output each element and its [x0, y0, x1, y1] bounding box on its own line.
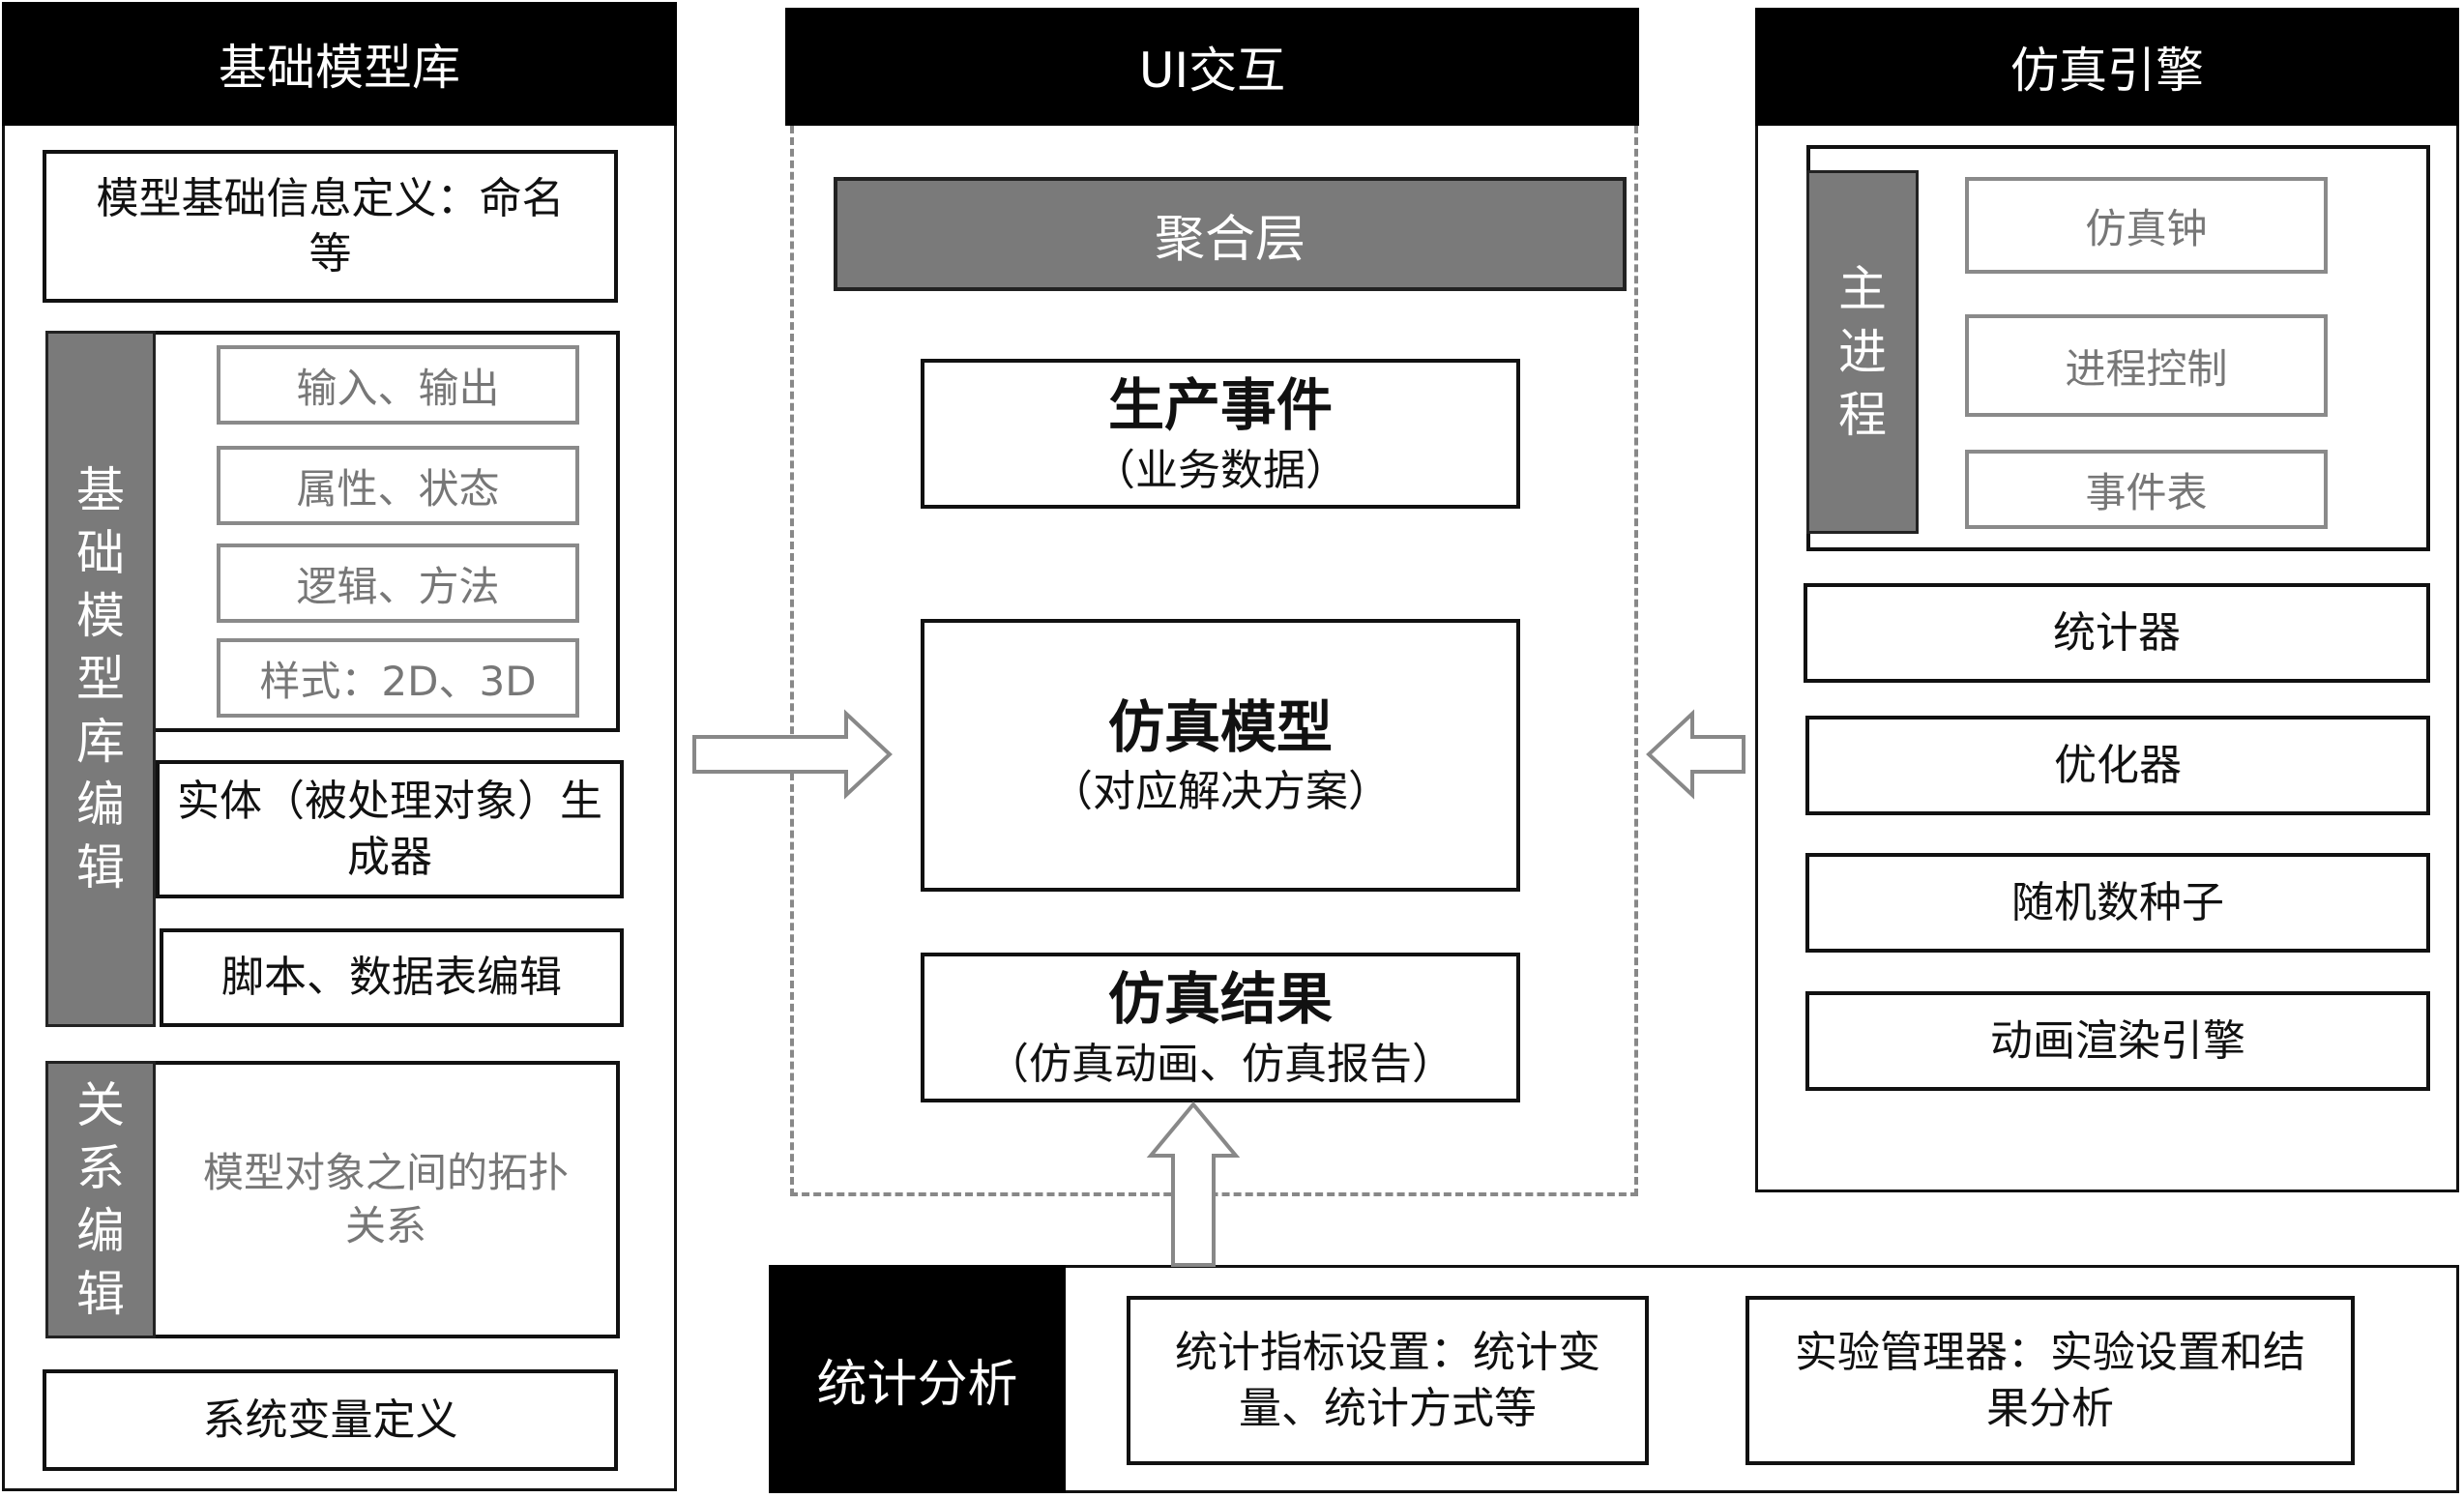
simulation-model-sub: （对应解决方案） — [1050, 767, 1391, 817]
info-definition-box: 模型基础信息定义：命名等 — [43, 150, 618, 303]
model-edit-label: 基 础 模 型 库 编 辑 — [45, 331, 156, 1027]
main-process-char: 程 — [1838, 386, 1887, 443]
feature-logic: 逻辑、方法 — [217, 543, 579, 623]
relation-edit-char: 系 — [76, 1139, 125, 1196]
model-edit-char: 库 — [76, 713, 125, 770]
indicator-setting-text: 统计指标设置：统计变量、统计方式等 — [1175, 1328, 1600, 1433]
arrow-right-icon — [692, 709, 893, 800]
feature-attr: 属性、状态 — [217, 446, 579, 525]
model-edit-char: 模 — [76, 587, 125, 644]
relation-edit-char: 编 — [76, 1202, 125, 1259]
statistics-box: 统计器 — [1804, 583, 2430, 683]
feature-style: 样式：2D、3D — [217, 638, 579, 718]
entity-generator-text: 实体（被处理对象）生成器 — [177, 777, 602, 882]
script-edit-box: 脚本、数据表编辑 — [160, 928, 624, 1027]
relation-edit-label: 关 系 编 辑 — [45, 1061, 156, 1338]
simulation-result-title: 仿真结果 — [1107, 966, 1333, 1033]
feature-io: 输入、输出 — [217, 345, 579, 425]
production-event-box: 生产事件 （业务数据） — [921, 359, 1520, 509]
model-edit-char: 型 — [76, 650, 125, 707]
indicator-setting-box: 统计指标设置：统计变量、统计方式等 — [1127, 1296, 1649, 1465]
production-event-title: 生产事件 — [1107, 372, 1333, 439]
simulation-engine-title: 仿真引擎 — [1755, 8, 2459, 126]
process-control: 进程控制 — [1965, 314, 2328, 417]
model-edit-char: 础 — [76, 524, 125, 581]
statistics-analysis-title: 统计分析 — [769, 1265, 1066, 1493]
simulation-clock: 仿真钟 — [1965, 177, 2328, 274]
entity-generator-box: 实体（被处理对象）生成器 — [156, 760, 624, 898]
model-edit-char: 基 — [76, 461, 125, 518]
experiment-manager-text: 实验管理器：实验设置和结果分析 — [1795, 1328, 2305, 1433]
arrow-left-icon — [1646, 709, 1745, 800]
model-library-title: 基础模型库 — [2, 2, 677, 126]
simulation-model-title: 仿真模型 — [1107, 693, 1333, 760]
simulation-result-box: 仿真结果 （仿真动画、仿真报告） — [921, 953, 1520, 1102]
arrow-up-icon — [1146, 1101, 1241, 1267]
feature-group-frame — [156, 331, 620, 732]
relation-text: 模型对象之间的拓扑关系 — [202, 1148, 569, 1249]
relation-edit-char: 关 — [76, 1076, 125, 1133]
event-table: 事件表 — [1965, 450, 2328, 529]
aggregation-layer: 聚合层 — [834, 177, 1627, 291]
system-variable-box: 系统变量定义 — [43, 1369, 618, 1471]
random-seed-box: 随机数种子 — [1805, 853, 2430, 953]
model-edit-char: 辑 — [76, 838, 125, 896]
main-process-char: 进 — [1838, 323, 1887, 380]
simulation-model-box: 仿真模型 （对应解决方案） — [921, 619, 1520, 892]
relation-text-box: 模型对象之间的拓扑关系 — [156, 1061, 620, 1338]
optimizer-box: 优化器 — [1805, 716, 2430, 815]
ui-interaction-title: UI交互 — [785, 8, 1639, 126]
relation-edit-char: 辑 — [76, 1265, 125, 1322]
render-engine-box: 动画渲染引擎 — [1805, 991, 2430, 1091]
main-process-label: 主 进 程 — [1806, 170, 1919, 534]
model-edit-char: 编 — [76, 776, 125, 833]
main-process-char: 主 — [1838, 260, 1887, 317]
experiment-manager-box: 实验管理器：实验设置和结果分析 — [1745, 1296, 2355, 1465]
info-definition-text: 模型基础信息定义：命名等 — [96, 173, 565, 279]
production-event-sub: （业务数据） — [1093, 445, 1348, 495]
simulation-result-sub: （仿真动画、仿真报告） — [986, 1039, 1454, 1089]
